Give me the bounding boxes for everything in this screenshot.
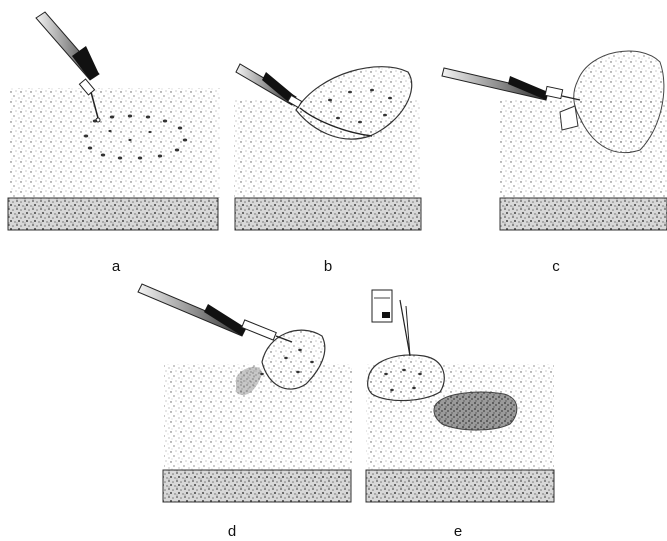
tissue-block-a: [10, 88, 220, 198]
syringe-icon-d: [138, 284, 292, 342]
panel-c: c: [442, 51, 667, 275]
base-slab-b: [235, 198, 421, 230]
syringe-icon-e: [372, 290, 410, 356]
base-slab-d: [163, 470, 351, 502]
panel-d: d: [138, 284, 352, 540]
base-slab-a: [8, 198, 218, 230]
resection-bed-e: [434, 392, 517, 430]
panel-a: a: [8, 12, 220, 275]
base-slab-e: [366, 470, 554, 502]
panel-label-e: e: [454, 523, 462, 540]
panel-label-b: b: [324, 258, 332, 275]
panel-label-d: d: [228, 523, 236, 540]
panel-e: e: [366, 290, 554, 540]
panel-label-c: c: [552, 258, 560, 275]
syringe-icon-c: [442, 68, 580, 100]
panel-b: b: [234, 64, 421, 275]
base-slab-c: [500, 198, 667, 230]
panel-label-a: a: [112, 258, 121, 275]
resected-specimen-e: [368, 355, 445, 401]
